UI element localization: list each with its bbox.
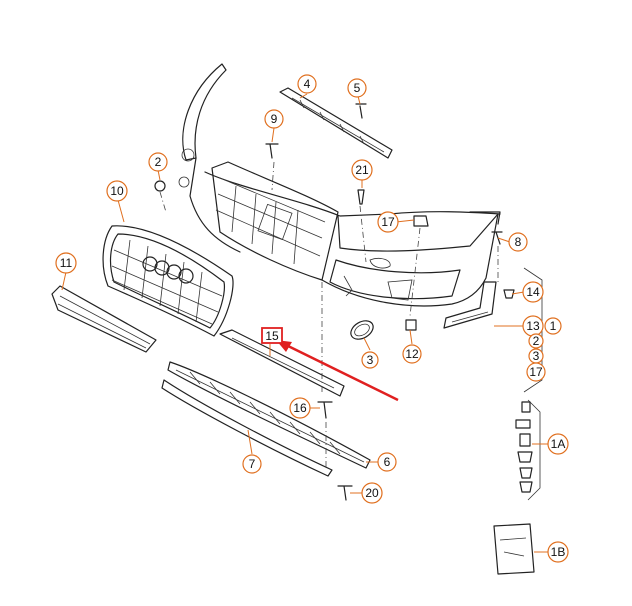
group-brackets — [523, 267, 543, 501]
callout-label: 16 — [293, 401, 307, 415]
side-air-grille — [51, 285, 157, 353]
callout-9[interactable]: 9 — [264, 109, 284, 129]
callout-label: 14 — [526, 285, 540, 299]
callout-label: 21 — [355, 163, 369, 177]
callout-label: 7 — [249, 457, 256, 471]
callout-6[interactable]: 6 — [377, 452, 397, 472]
highlight-arrow — [276, 340, 399, 402]
callout-label: 1 — [550, 319, 557, 333]
callout-1B[interactable]: 1B — [547, 541, 569, 563]
callout-2[interactable]: 2 — [148, 152, 168, 172]
callout-label: 4 — [304, 77, 311, 91]
callout-11[interactable]: 11 — [55, 252, 77, 274]
leader-lines — [61, 93, 548, 553]
side-guide-bracket — [443, 281, 497, 329]
callout-15-highlighted[interactable]: 15 — [261, 327, 283, 344]
group-list-1: 2 3 17 — [526, 333, 546, 382]
callout-4[interactable]: 4 — [297, 74, 317, 94]
callout-label: 1A — [551, 437, 566, 451]
callout-label: 10 — [110, 184, 124, 198]
callout-21[interactable]: 21 — [351, 159, 373, 181]
callout-13[interactable]: 13 — [522, 315, 544, 337]
callout-label: 9 — [271, 112, 278, 126]
callout-8[interactable]: 8 — [508, 232, 528, 252]
hardware — [154, 103, 535, 575]
callout-17-top[interactable]: 17 — [377, 211, 399, 233]
assembly-center-lines — [159, 161, 499, 470]
callout-10[interactable]: 10 — [106, 180, 128, 202]
callout-label: 1B — [551, 545, 566, 559]
callout-label: 20 — [365, 486, 379, 500]
group-item-17: 17 — [529, 365, 543, 379]
callout-label: 12 — [405, 347, 419, 361]
mounting-strip — [279, 87, 393, 159]
radiator-grille — [102, 225, 234, 337]
callout-label: 17 — [381, 215, 395, 229]
trim-strip — [219, 329, 345, 397]
callout-20[interactable]: 20 — [361, 482, 383, 504]
callout-label: 8 — [515, 235, 522, 249]
lower-grille — [167, 361, 371, 469]
callout-1[interactable]: 1 — [544, 317, 562, 335]
callout-label: 2 — [155, 155, 162, 169]
fog-light-cover — [350, 320, 374, 340]
lower-spoiler — [161, 379, 333, 477]
callout-12[interactable]: 12 — [402, 344, 422, 364]
callout-label: 11 — [60, 256, 73, 270]
callout-label: 5 — [354, 81, 361, 95]
callout-label: 13 — [526, 319, 540, 333]
group-item-3: 3 — [533, 349, 540, 363]
callout-3[interactable]: 3 — [361, 351, 379, 369]
callout-16[interactable]: 16 — [289, 397, 311, 419]
callout-label: 3 — [367, 353, 374, 367]
callout-14[interactable]: 14 — [522, 281, 544, 303]
callout-1A[interactable]: 1A — [547, 433, 569, 455]
bumper-cover — [178, 63, 501, 307]
callout-5[interactable]: 5 — [347, 78, 367, 98]
group-item-2: 2 — [533, 334, 540, 348]
callout-7[interactable]: 7 — [242, 454, 262, 474]
callout-label: 15 — [265, 329, 279, 343]
audi-rings-logo — [142, 256, 194, 284]
callout-label: 6 — [384, 455, 391, 469]
